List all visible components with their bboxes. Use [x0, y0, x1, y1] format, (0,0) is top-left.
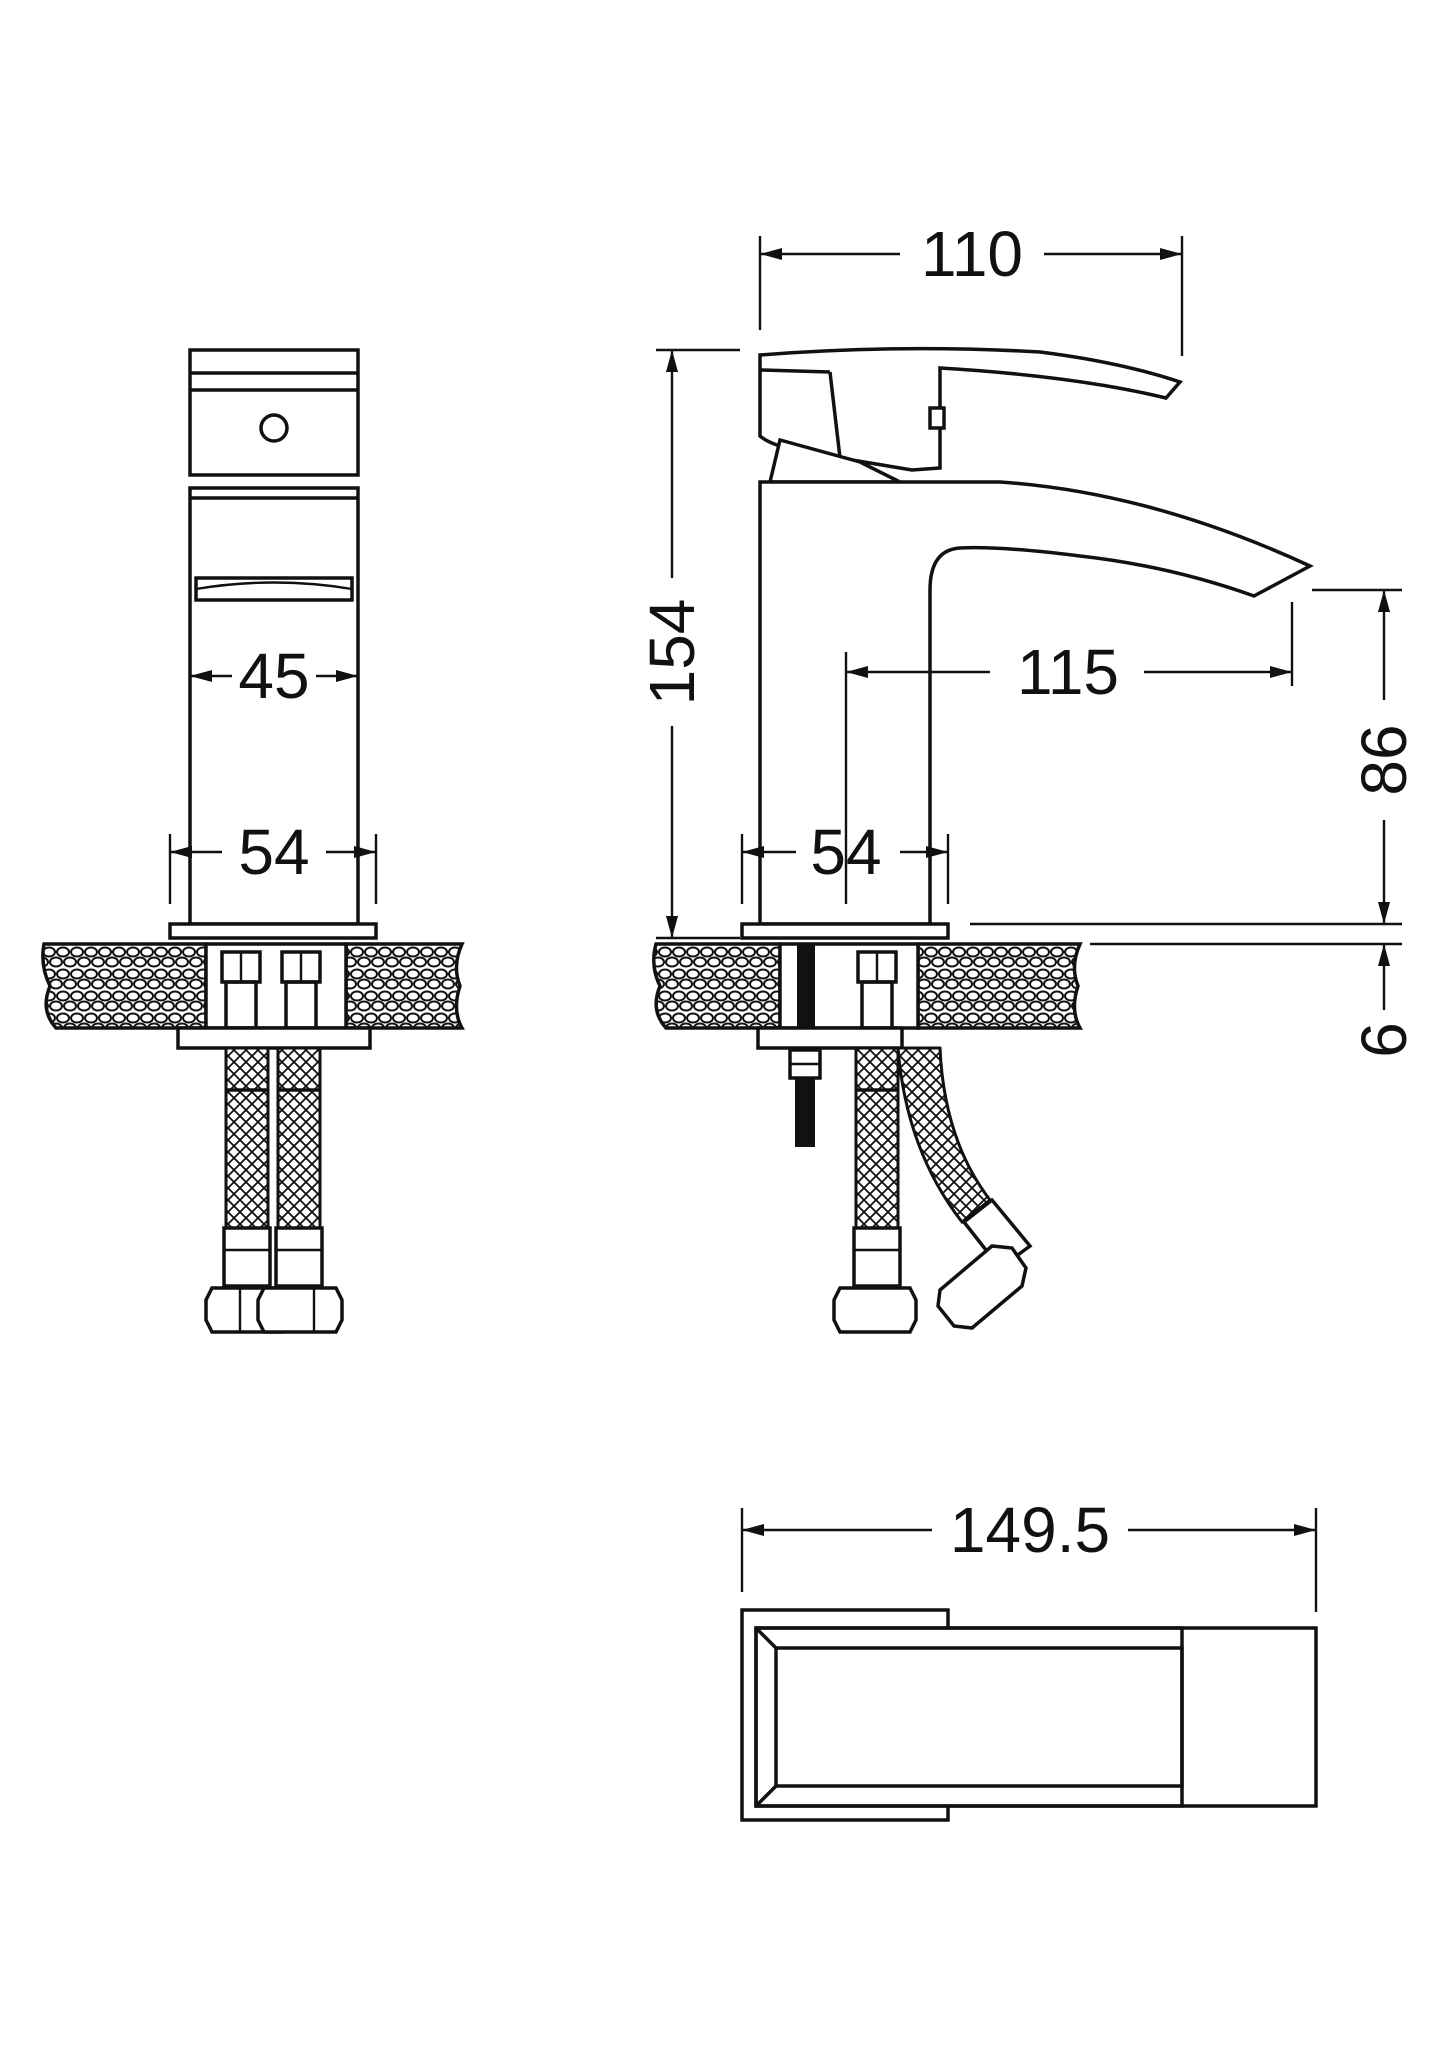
side-hose-angled: [896, 1046, 993, 1225]
side-base-plate: [740, 922, 950, 940]
front-handle-indicator: [259, 413, 289, 443]
side-view: 110 154 115: [636, 218, 1420, 1334]
dim-label-110: 110: [921, 218, 1023, 290]
front-hose-left: [224, 1046, 270, 1230]
dim-label-54-front: 54: [238, 816, 309, 888]
dim-side-base-width: 54: [740, 816, 950, 904]
dim-side-spout-height: 86: [970, 588, 1420, 926]
front-backnut-plate: [176, 1026, 372, 1050]
dim-side-total-height: 154: [636, 348, 740, 940]
dim-front-base-width: 54: [168, 816, 378, 904]
plan-view: 149.5: [740, 1494, 1318, 1822]
side-countertop-right: [916, 942, 1083, 1030]
dim-label-154: 154: [636, 599, 708, 706]
side-nut-straight: [832, 1286, 918, 1334]
side-body-spout: [758, 480, 1314, 926]
side-fixing-stud: [797, 943, 815, 1029]
dim-label-6: 6: [1348, 1022, 1420, 1058]
front-spout-outlet: [194, 576, 354, 602]
front-base-plate: [168, 922, 378, 940]
front-countertop-left: [41, 942, 208, 1030]
side-nut-angled: [936, 1244, 1028, 1330]
dim-label-149-5: 149.5: [950, 1494, 1110, 1566]
front-countertop-right: [344, 942, 465, 1030]
dim-label-115: 115: [1017, 636, 1119, 708]
front-nut-right: [256, 1286, 344, 1334]
dim-side-lever-length: 110: [758, 218, 1184, 356]
dim-side-base-height: 6: [1090, 942, 1420, 1058]
front-view: 45 54: [41, 348, 465, 1334]
dim-plan-total-length: 149.5: [740, 1494, 1318, 1612]
plan-spout-outline: [754, 1626, 1318, 1808]
side-hose-straight: [854, 1046, 900, 1230]
dim-side-spout-reach: 115: [844, 602, 1294, 904]
side-backnut-plate: [756, 1026, 904, 1050]
dim-label-54-side: 54: [810, 816, 881, 888]
dim-label-45: 45: [238, 640, 309, 712]
front-hose-right: [276, 1046, 322, 1230]
front-handle: [188, 348, 360, 477]
dim-label-86: 86: [1348, 724, 1420, 795]
dim-front-body-width: 45: [190, 640, 358, 712]
side-countertop-left: [652, 942, 782, 1030]
